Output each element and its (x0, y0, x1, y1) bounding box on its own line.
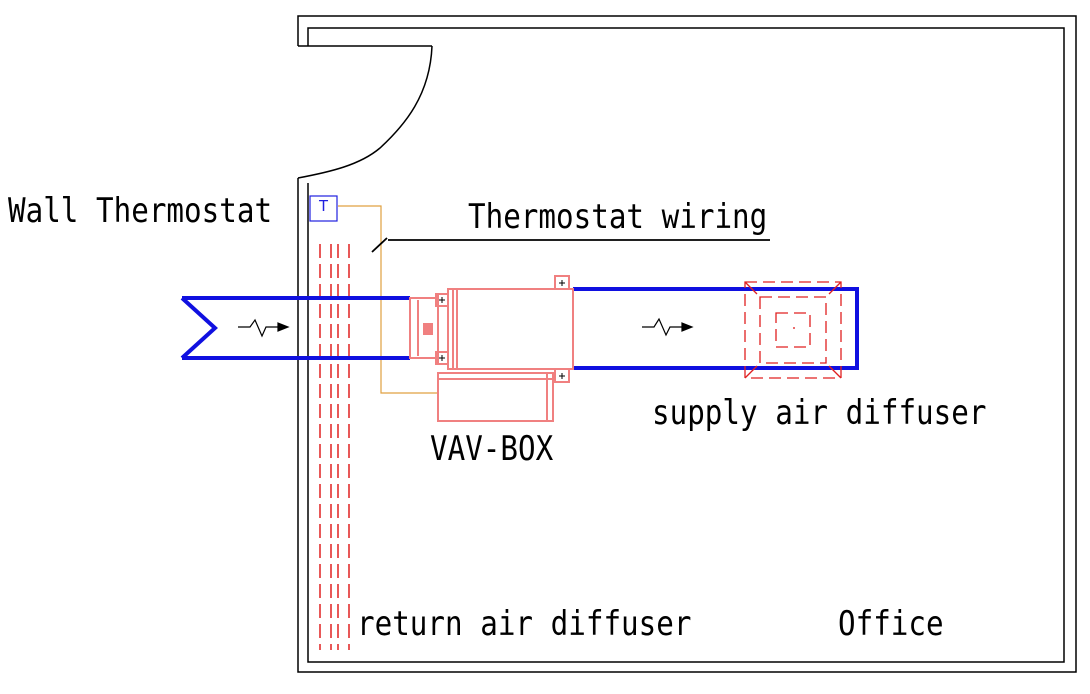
door-swing-arc (297, 45, 433, 179)
airflow-arrow-icon (238, 318, 290, 338)
supply-diffuser-corners (744, 281, 842, 379)
wiring-label-leader (371, 237, 770, 253)
wall-thermostat-label: Wall Thermostat (8, 191, 273, 231)
vav-box-damper-section (437, 293, 449, 365)
vav-box-body (447, 288, 574, 370)
thermostat-symbol-letter: T (318, 198, 329, 215)
vav-box-controller (437, 372, 554, 422)
supply-air-diffuser-label: supply air diffuser (652, 393, 987, 433)
room-walls (297, 15, 1077, 673)
supply-duct-inlet (180, 296, 410, 360)
return-air-diffuser-symbol (319, 244, 350, 650)
inner-wall (307, 27, 1065, 663)
vav-box-fasteners (439, 280, 565, 379)
vav-box-unit (409, 275, 574, 422)
wall-thermostat-icon (309, 195, 338, 222)
outer-wall (297, 15, 1077, 673)
supply-air-diffuser-symbol (744, 281, 842, 379)
vav-box-label: VAV-BOX (430, 429, 554, 469)
office-room-label: Office (838, 604, 944, 644)
duct-break-symbol (180, 296, 218, 360)
supply-duct-outlet (573, 287, 859, 370)
airflow-arrow-icon (642, 317, 694, 337)
thermostat-wiring-label: Thermostat wiring (468, 197, 768, 237)
return-air-diffuser-label: return air diffuser (357, 604, 692, 644)
